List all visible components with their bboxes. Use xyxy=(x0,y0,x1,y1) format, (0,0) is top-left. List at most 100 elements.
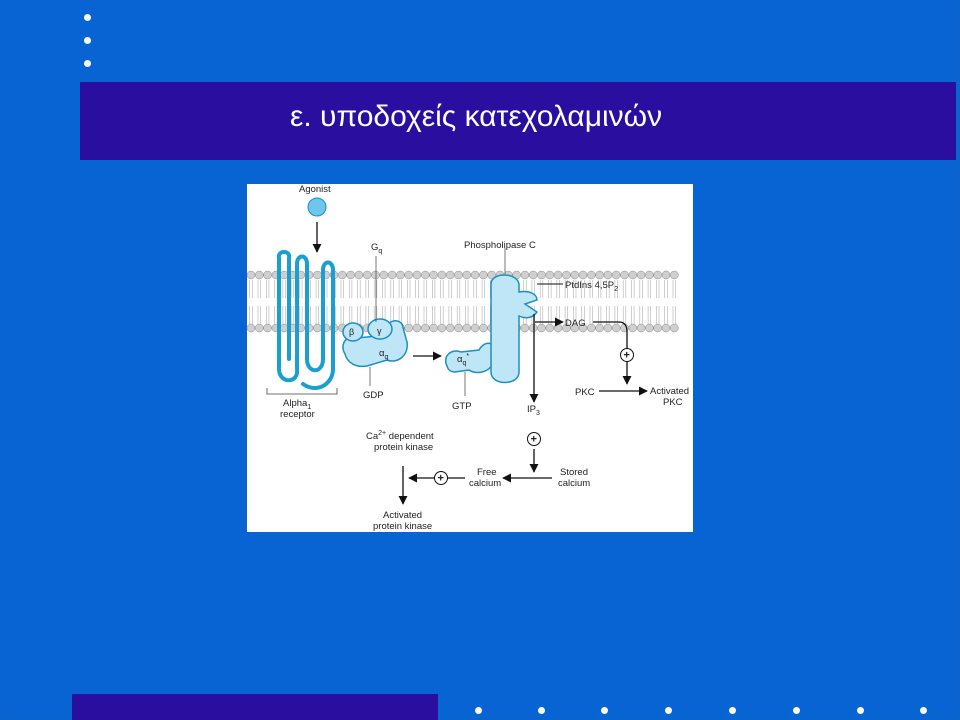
decor-dot xyxy=(538,707,545,714)
lipid-head xyxy=(470,323,480,333)
lipid-head xyxy=(620,270,629,280)
phospholipase-c-shape xyxy=(490,274,539,384)
activated-pkc-line1: Activated xyxy=(650,386,689,397)
lipid-head xyxy=(263,323,272,333)
agonist-label: Agonist xyxy=(299,184,331,195)
lipid-head xyxy=(570,270,579,280)
plus-circle-pkc: + xyxy=(620,348,634,362)
cell-membrane xyxy=(247,270,679,333)
decor-dot xyxy=(793,707,800,714)
dag-label: DAG xyxy=(565,318,586,329)
lipid-head xyxy=(537,270,546,280)
ip3-label: IP3 xyxy=(527,404,540,417)
receptor-label-line1: Alpha1 xyxy=(283,398,311,411)
lipid-head xyxy=(247,323,256,333)
lipid-head xyxy=(479,270,488,280)
lipid-head xyxy=(396,270,405,280)
gdp-label: GDP xyxy=(363,390,384,401)
lipid-head xyxy=(545,323,555,333)
receptor-label-line2: receptor xyxy=(280,409,315,420)
lipid-head xyxy=(661,270,671,280)
lipid-head xyxy=(628,323,638,333)
gq-label: Gq xyxy=(371,242,382,255)
lipid-head xyxy=(371,270,380,280)
gamma-label: γ xyxy=(377,326,382,336)
lipid-head xyxy=(404,323,413,333)
free-calcium-line1: Free xyxy=(477,467,497,478)
lipid-head xyxy=(628,270,638,280)
ca-kinase-label-line1: Ca2+ dependent xyxy=(366,430,434,442)
ptdins-label: PtdIns 4,5P2 xyxy=(565,280,618,293)
lipid-head xyxy=(429,270,438,280)
lipid-head xyxy=(470,270,480,280)
alpha-q-label: αq xyxy=(379,348,389,361)
decor-dot xyxy=(857,707,864,714)
lipid-head xyxy=(462,270,472,280)
lipid-head xyxy=(313,323,322,333)
decor-dot xyxy=(475,707,482,714)
lipid-head xyxy=(412,323,422,333)
svg-text:+: + xyxy=(531,434,537,446)
pkc-label: PKC xyxy=(575,387,595,398)
lipid-head xyxy=(553,270,563,280)
alpha-q-active xyxy=(445,342,496,374)
lipid-head xyxy=(437,270,447,280)
decor-dot xyxy=(729,707,736,714)
lipid-head xyxy=(346,270,355,280)
receptor-brace xyxy=(266,388,338,395)
plus-circle-calcium: + xyxy=(434,471,448,485)
lipid-head xyxy=(645,323,654,333)
svg-text:+: + xyxy=(624,350,630,362)
stored-calcium-line1: Stored xyxy=(560,467,588,478)
stored-calcium-line2: calcium xyxy=(558,478,590,489)
lipid-head xyxy=(587,270,596,280)
lipid-head xyxy=(653,270,662,280)
activated-kinase-line2: protein kinase xyxy=(373,521,432,532)
lipid-head xyxy=(578,270,588,280)
lipid-head xyxy=(611,323,621,333)
svg-text:+: + xyxy=(438,473,444,485)
lipid-head xyxy=(454,323,463,333)
lipid-head xyxy=(562,270,571,280)
alpha1-receptor-shape xyxy=(276,250,335,390)
signaling-diagram: + + + Agonist Gq Phospholipase C PtdIns … xyxy=(247,184,693,532)
lipid-head xyxy=(670,323,679,333)
decor-dot xyxy=(601,707,608,714)
lipid-head xyxy=(263,270,272,280)
lipid-head xyxy=(379,270,389,280)
lipid-head xyxy=(354,270,364,280)
lipid-head xyxy=(421,323,430,333)
slide-title: ε. υποδοχείς κατεχολαμινών xyxy=(290,100,663,133)
free-calcium-line2: calcium xyxy=(469,478,501,489)
lipid-head xyxy=(429,323,438,333)
dag-to-pkc-arrow xyxy=(593,321,632,385)
beta-label: β xyxy=(349,327,354,337)
lipid-head xyxy=(636,270,646,280)
decor-dot xyxy=(84,14,91,21)
lipid-head xyxy=(338,270,347,280)
diagram-canvas: + + + Agonist Gq Phospholipase C PtdIns … xyxy=(247,184,689,532)
lipid-head xyxy=(421,270,430,280)
lipid-head xyxy=(537,323,546,333)
lipid-head xyxy=(479,323,488,333)
lipid-head xyxy=(520,270,530,280)
lipid-head xyxy=(445,323,455,333)
lipid-head xyxy=(412,270,422,280)
footer-band xyxy=(72,694,438,720)
gtp-label: GTP xyxy=(452,401,472,412)
lipid-head xyxy=(595,270,604,280)
lipid-head xyxy=(520,323,530,333)
lipid-head xyxy=(595,323,604,333)
lipid-head xyxy=(445,270,455,280)
lipid-head xyxy=(545,270,555,280)
lipid-head xyxy=(454,270,463,280)
title-band: ε. υποδοχείς κατεχολαμινών xyxy=(80,82,956,160)
ca-kinase-label-line2: protein kinase xyxy=(374,442,433,453)
lipid-head xyxy=(255,270,264,280)
lipid-head xyxy=(553,323,563,333)
lipid-head xyxy=(313,270,322,280)
activated-kinase-line1: Activated xyxy=(383,510,422,521)
lipid-head xyxy=(661,323,671,333)
plus-circle-ip3: + xyxy=(527,432,541,446)
lipid-head xyxy=(487,270,496,280)
